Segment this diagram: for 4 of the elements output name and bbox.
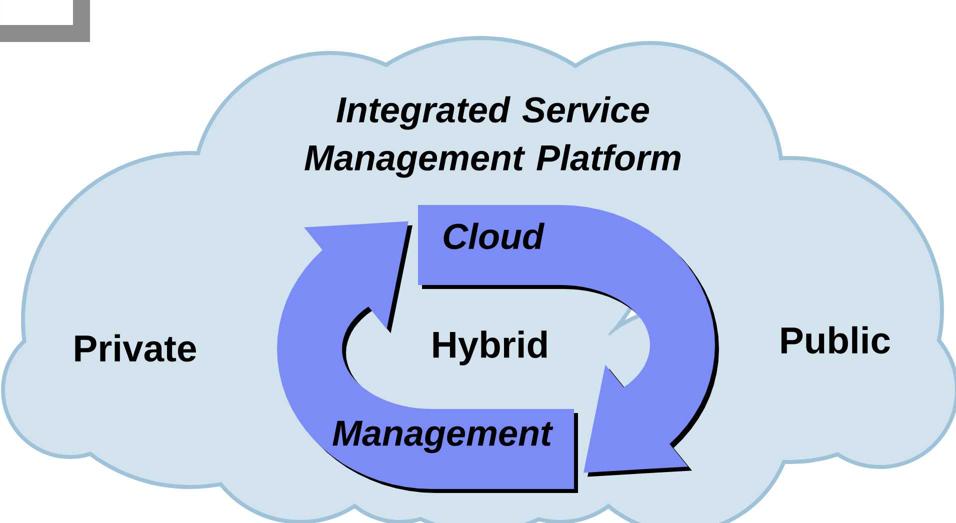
- cloud-label: Private: [75, 334, 196, 362]
- cloud-label: Hybrid: [433, 330, 547, 366]
- cloud-label: Public: [781, 326, 890, 354]
- title: Integrated Service Management Platform: [304, 96, 681, 178]
